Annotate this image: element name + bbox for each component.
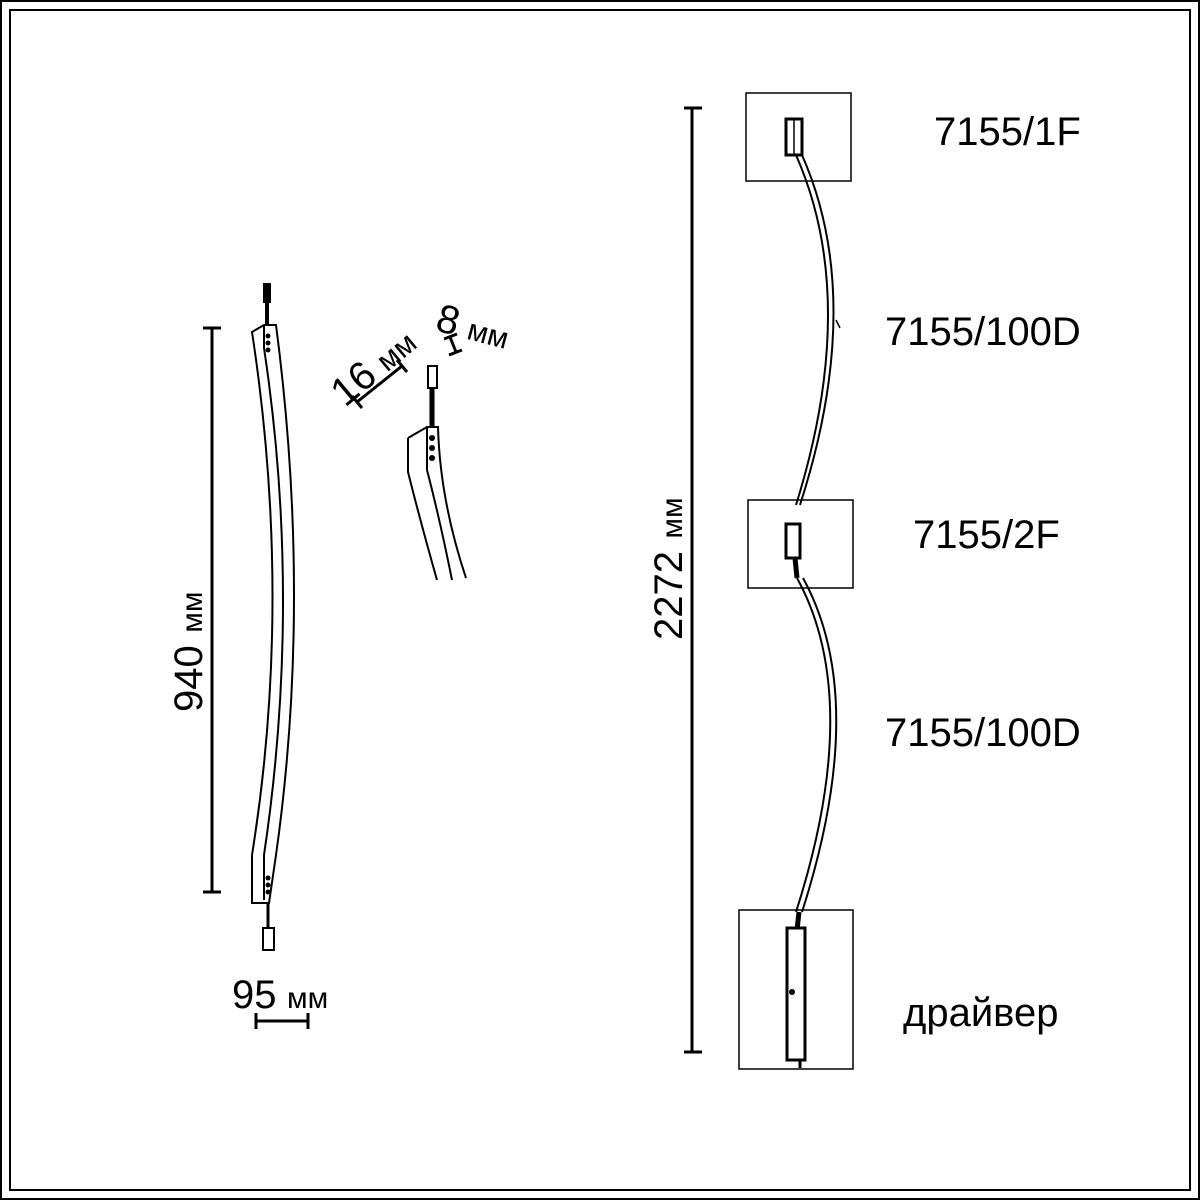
curved-bar xyxy=(250,283,295,951)
label-lower-cable: 7155/100D xyxy=(885,711,1081,755)
bar-top-connector xyxy=(263,283,271,303)
svg-text:8 мм: 8 мм xyxy=(432,296,515,358)
top-fixture xyxy=(745,92,852,182)
profile-depth-value: 8 xyxy=(432,296,465,344)
profile-detail xyxy=(407,365,467,581)
label-driver: драйвер xyxy=(903,991,1058,1035)
overall-height-value: 2272 xyxy=(647,551,691,640)
bar-width-unit: мм xyxy=(287,982,328,1015)
mid-fixture xyxy=(747,499,854,589)
driver xyxy=(738,909,854,1070)
bar-length-dimension: 940 мм xyxy=(167,326,221,894)
profile-depth-unit: мм xyxy=(464,313,512,356)
profile-depth-dimension: 8 мм xyxy=(432,296,515,358)
bar-length-value: 940 xyxy=(167,645,211,712)
profile-width-unit: мм xyxy=(370,326,423,378)
label-top-fixture: 7155/1F xyxy=(934,110,1081,154)
label-upper-cable: 7155/100D xyxy=(885,310,1081,354)
overall-height-unit: мм xyxy=(656,497,689,538)
label-mid-fixture: 7155/2F xyxy=(913,513,1060,557)
upper-cable xyxy=(795,154,835,506)
bar-length-unit: мм xyxy=(176,592,209,633)
lower-cable xyxy=(795,577,838,913)
bar-width-dimension: 95 мм xyxy=(232,973,328,1029)
bar-outer-edge xyxy=(250,324,295,904)
svg-text:2272 мм: 2272 мм xyxy=(647,497,691,640)
profile-width-value: 16 xyxy=(323,353,385,415)
inner-frame xyxy=(9,9,1191,1191)
bar-width-value: 95 xyxy=(232,973,277,1017)
bar-inner-edge xyxy=(263,325,284,900)
overall-height-dimension: 2272 мм xyxy=(647,106,702,1054)
svg-text:16 мм: 16 мм xyxy=(323,319,425,415)
bar-bottom-plug xyxy=(262,927,275,951)
profile-width-dimension: 16 мм xyxy=(323,319,425,415)
svg-text:95 мм: 95 мм xyxy=(232,973,328,1017)
svg-text:940 мм: 940 мм xyxy=(167,592,211,712)
